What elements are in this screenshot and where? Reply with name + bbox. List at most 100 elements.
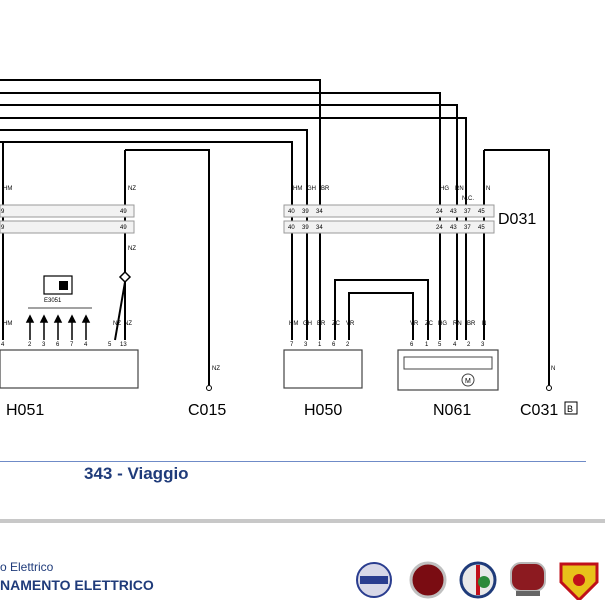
h051-pin-8: 13 <box>120 342 127 348</box>
n061-wire-hg: HG <box>438 321 447 327</box>
n061-pin-3: 5 <box>438 342 442 348</box>
connector-strip-d031-low <box>283 220 495 234</box>
n061-wire-rn: RN <box>453 321 462 327</box>
abarth-logo <box>559 562 599 600</box>
brand-logos <box>356 561 599 600</box>
d031-pin-l2-3: 34 <box>316 225 323 231</box>
lancia-logo <box>356 562 392 598</box>
wire-label-hm-low: HM <box>3 321 12 327</box>
h050-wire-hm: HM <box>289 321 298 327</box>
h051-pin-5: 7 <box>70 342 74 348</box>
motor-symbol <box>461 373 475 387</box>
h051-pin-7: 5 <box>108 342 112 348</box>
d031-nc: N.C. <box>462 196 474 202</box>
pin-h051-top-right: 49 <box>120 209 127 215</box>
footer-band <box>0 519 605 523</box>
fiat-logo <box>409 561 447 599</box>
connector-strip-h051-top <box>0 204 135 218</box>
pin-h051-top-left: 9 <box>1 209 5 215</box>
wire-label-nz-h051: NZ <box>128 186 136 192</box>
footer-line1: o Elettrico <box>0 560 54 574</box>
n061-pin-2: 1 <box>425 342 429 348</box>
n061-wire-n: N <box>482 321 486 327</box>
label-c031: C031 <box>520 402 558 419</box>
alfa-romeo-logo <box>459 561 497 599</box>
h050-pin-1: 7 <box>290 342 294 348</box>
c031-badge-box <box>564 401 578 415</box>
h050-pin-2: 3 <box>304 342 308 348</box>
wire-zc-loop <box>334 279 429 340</box>
d031-pin-r1-3: 37 <box>464 209 471 215</box>
fiat-professional-logo <box>510 562 546 596</box>
h051-pin-2: 2 <box>28 342 32 348</box>
wire-label-hm-h051: HM <box>3 186 12 192</box>
pin-h051-low-left: 9 <box>1 225 5 231</box>
d031-pin-l1-3: 34 <box>316 209 323 215</box>
wire-h051-nz-b <box>114 281 126 341</box>
wire-harness-5 <box>0 129 308 340</box>
d031-pin-r1-4: 45 <box>478 209 485 215</box>
d031-pin-l1-2: 39 <box>302 209 309 215</box>
d031-wire-rn: RN <box>455 186 464 192</box>
motor-label: M <box>465 378 471 385</box>
h051-pin-6: 4 <box>84 342 88 348</box>
connector-strip-h051-low <box>0 220 135 234</box>
d031-pin-l1-1: 40 <box>288 209 295 215</box>
ground-c015 <box>206 385 212 391</box>
pin-h051-low-right: 49 <box>120 225 127 231</box>
n061-wire-vr: VR <box>410 321 419 327</box>
d031-pin-r1-2: 43 <box>450 209 457 215</box>
wire-vr-loop <box>348 292 414 340</box>
d031-wire-hm: HM <box>293 186 302 192</box>
label-d031: D031 <box>498 211 536 228</box>
wiring-diagram: 9 49 9 49 HM NZ NZ HM NZ NZ NZ HM GH BR … <box>0 79 578 419</box>
h051-pin-1: 4 <box>1 342 5 348</box>
label-c015: C015 <box>188 402 226 419</box>
d031-wire-br: BR <box>321 186 330 192</box>
h050-wire-vr: VR <box>346 321 355 327</box>
e3051-label: E3051 <box>44 298 62 304</box>
wire-harness-6 <box>0 141 293 340</box>
wire-label-c015: NZ <box>212 366 220 372</box>
h050-wire-gh: GH <box>303 321 312 327</box>
page-title: 343 - Viaggio <box>84 464 189 483</box>
label-h050: H050 <box>304 402 342 419</box>
label-h051: H051 <box>6 402 44 419</box>
d031-wire-n: N <box>486 186 490 192</box>
n061-pin-4: 4 <box>453 342 457 348</box>
d031-pin-l2-1: 40 <box>288 225 295 231</box>
h051-pin-4: 6 <box>56 342 60 348</box>
n061-pin-5: 2 <box>467 342 471 348</box>
h051-pin-3: 3 <box>42 342 46 348</box>
n061-pin-1: 6 <box>410 342 414 348</box>
n061-box <box>397 349 499 391</box>
h050-pin-3: 1 <box>318 342 322 348</box>
connector-strip-d031-top <box>283 204 495 218</box>
n061-wire-br: BR <box>467 321 476 327</box>
wire-label-c031: N <box>551 366 555 372</box>
h050-wire-zc: ZC <box>332 321 341 327</box>
wire-d031-n <box>484 149 550 385</box>
h050-wire-br: BR <box>317 321 326 327</box>
d031-pin-r2-2: 43 <box>450 225 457 231</box>
junction-diamond <box>118 270 132 284</box>
h050-box <box>283 349 363 389</box>
n061-inner-strip <box>403 356 493 370</box>
d031-pin-r2-3: 37 <box>464 225 471 231</box>
wire-harness-2 <box>0 92 441 340</box>
d031-pin-l2-2: 39 <box>302 225 309 231</box>
h050-pin-4: 6 <box>332 342 336 348</box>
wire-label-nz-low1: NZ <box>113 321 121 327</box>
wire-label-nz-mid: NZ <box>128 246 136 252</box>
title-rule <box>0 461 586 462</box>
c031-badge: B <box>567 404 573 414</box>
h051-box <box>0 349 139 389</box>
wire-harness-1 <box>0 79 321 207</box>
d031-wire-gh: GH <box>307 186 316 192</box>
n061-pin-6: 3 <box>481 342 485 348</box>
d031-pin-r2-1: 24 <box>436 225 443 231</box>
ground-c031 <box>546 385 552 391</box>
label-n061: N061 <box>433 402 471 419</box>
h050-pin-5: 2 <box>346 342 350 348</box>
d031-pin-r1-1: 24 <box>436 209 443 215</box>
